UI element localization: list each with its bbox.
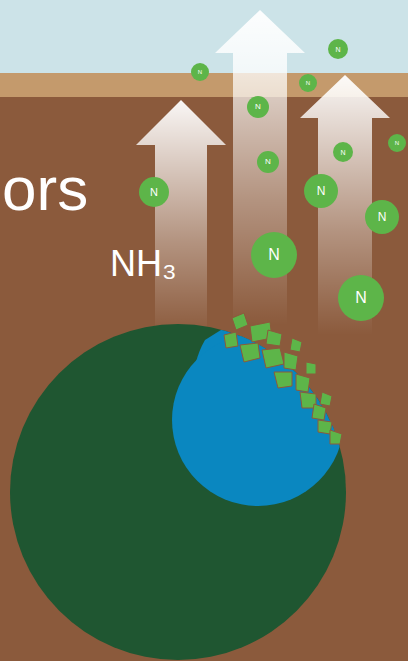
nitrogen-particle: N <box>257 151 279 173</box>
element-symbol: N <box>335 46 340 53</box>
element-symbol: N <box>395 140 399 146</box>
root-nodule <box>10 324 346 660</box>
nitrogen-particle: N <box>365 200 399 234</box>
nitrogen-particle: N <box>299 74 317 92</box>
element-symbol: N <box>268 247 280 263</box>
element-symbol: N <box>255 103 261 111</box>
nitrogen-particle: N <box>328 39 348 59</box>
upward-arrow <box>215 10 305 325</box>
nitrogen-particle: N <box>304 174 338 208</box>
element-symbol: N <box>378 211 387 223</box>
chemical-formula: NH₃ <box>110 246 177 282</box>
element-symbol: N <box>340 149 345 156</box>
upward-arrow <box>136 100 226 335</box>
nitrogen-particle: N <box>338 275 384 321</box>
water-pocket <box>172 334 344 506</box>
nitrogen-particle: N <box>251 232 297 278</box>
sky <box>0 0 408 73</box>
element-symbol: N <box>198 69 202 75</box>
element-symbol: N <box>355 290 367 306</box>
nitrogen-particle: N <box>139 177 169 207</box>
title-fragment: ors <box>2 158 88 220</box>
element-symbol: N <box>150 187 158 198</box>
soil-fragments <box>224 313 342 444</box>
element-symbol: N <box>265 158 271 166</box>
nitrogen-particle: N <box>388 134 406 152</box>
nitrogen-particle: N <box>247 96 269 118</box>
nitrogen-particle: N <box>333 142 353 162</box>
element-symbol: N <box>317 185 326 197</box>
nitrogen-particle: N <box>191 63 209 81</box>
element-symbol: N <box>306 80 310 86</box>
